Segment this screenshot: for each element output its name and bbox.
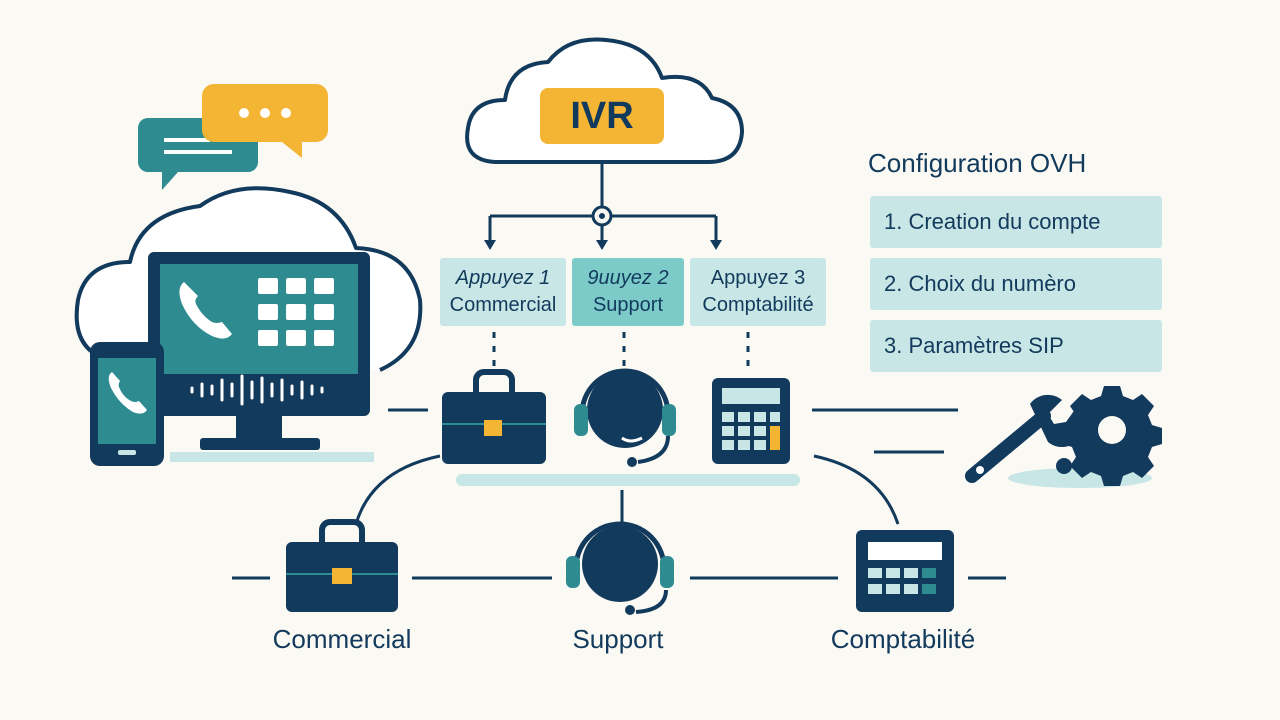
chat-bubbles-icon [138,84,328,190]
menu-option-department: Comptabilité [702,294,814,316]
menu-option-key: Appuyez 3 [710,267,806,289]
config-step-3: 3. Paramètres SIP [870,320,1162,372]
briefcase-icon [442,369,546,464]
ivr-connector [484,162,722,250]
config-step-2: 2. Choix du numèro [870,258,1162,310]
menu-option-key: 9uuyez 2 [587,267,669,289]
headset-icon [574,368,676,467]
monitor-phone-icon [148,252,374,462]
department-label-support: Support [572,624,664,654]
config-title: Configuration OVH [868,148,1087,178]
calculator-icon [712,378,790,464]
config-step-1: 1. Creation du compte [870,196,1162,248]
calculator-icon [856,530,954,612]
menu-option-2: 9uuyez 2 Support [572,258,684,326]
ivr-label: IVR [540,88,664,144]
smartphone-icon [90,342,164,466]
menu-option-key: Appuyez 1 [455,267,551,289]
middle-row-connectors [388,408,958,454]
menu-option-department: Commercial [449,294,557,316]
headset-icon [566,521,674,615]
platform-bar [456,474,800,486]
wrench-gear-icon [965,386,1162,488]
menu-option-3: Appuyez 3 Comptabilité [690,258,826,326]
department-label-commercial: Commercial [272,624,412,654]
briefcase-icon [286,519,398,612]
bottom-connectors [232,454,1006,580]
menu-option-1: Appuyez 1 Commercial [440,258,566,326]
option-connectors [492,332,750,366]
department-label-comptabilite: Comptabilité [830,624,976,654]
menu-option-department: Support [592,294,664,316]
